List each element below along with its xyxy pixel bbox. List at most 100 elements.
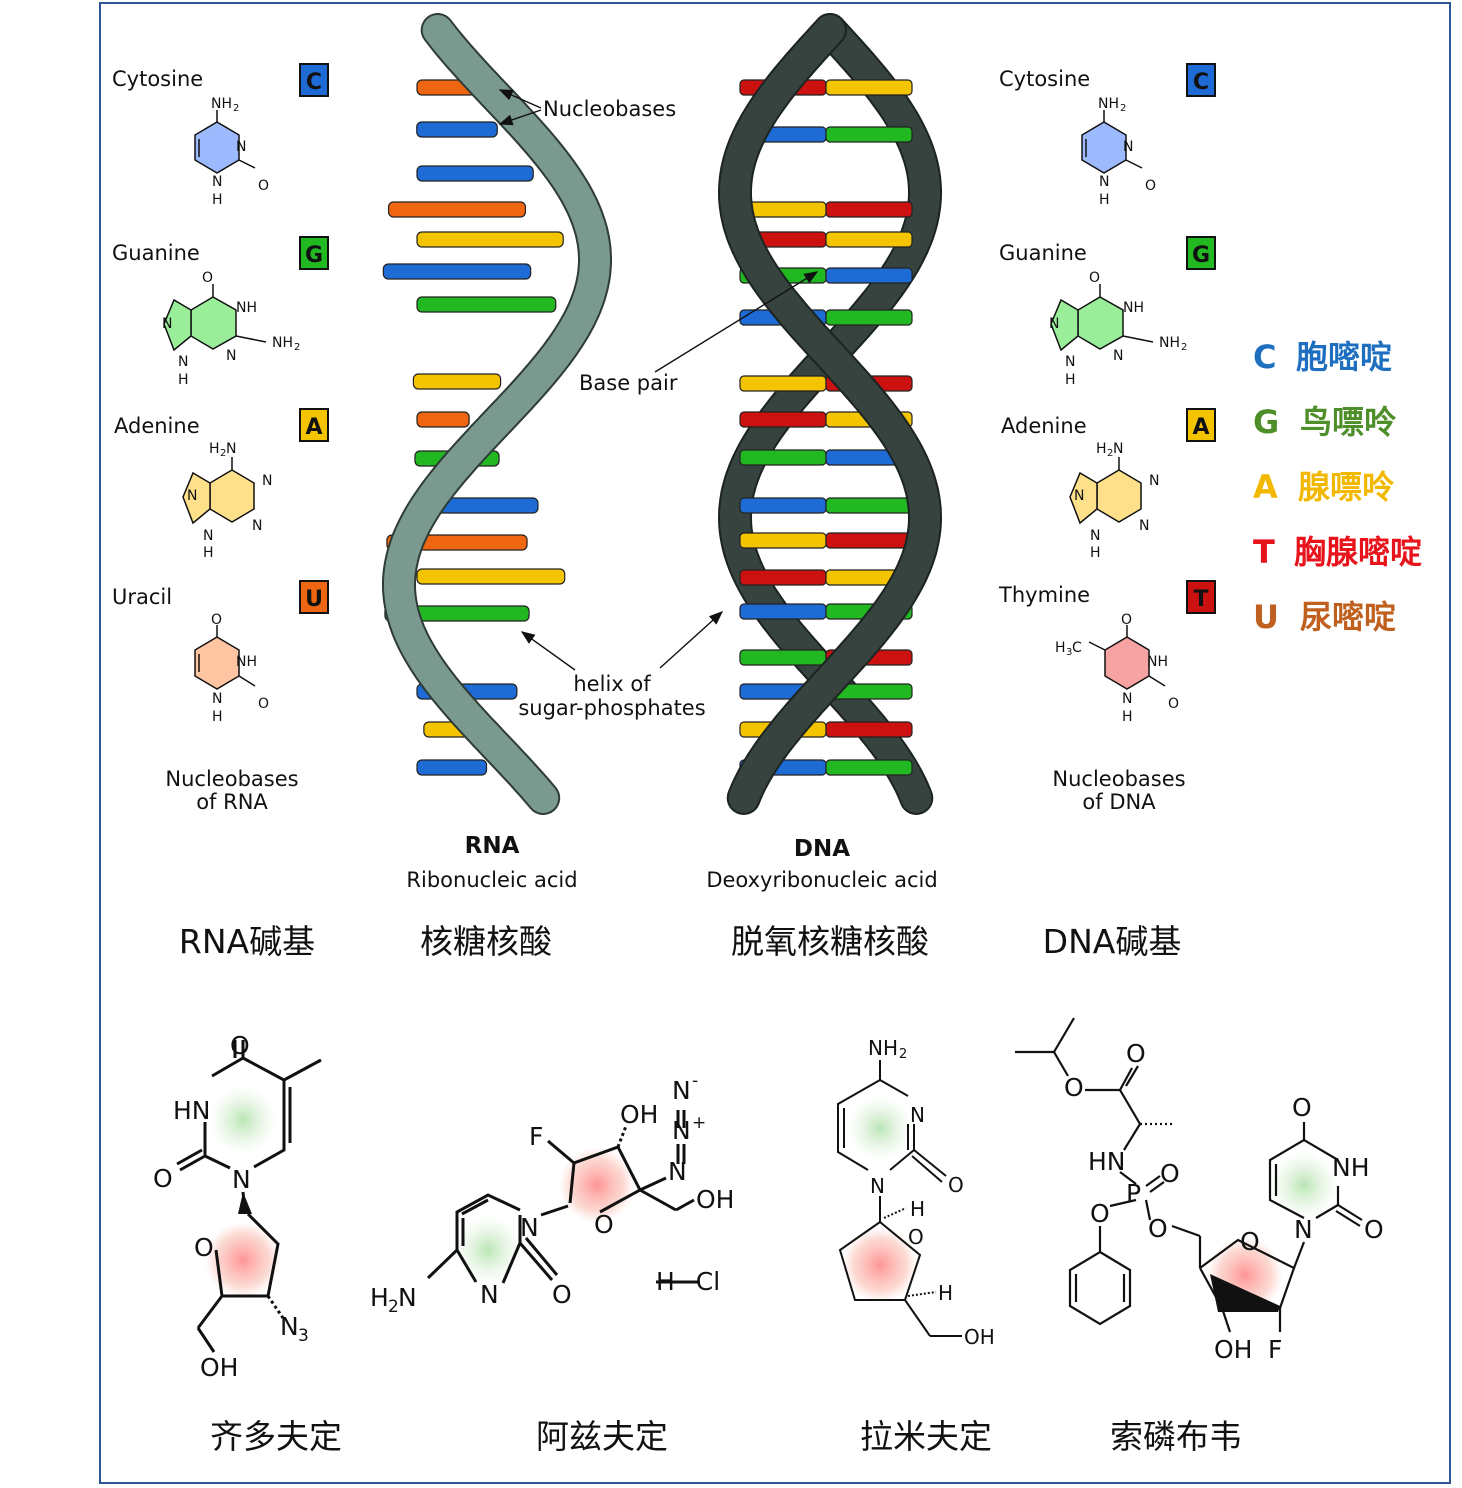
rna-cn: 核糖核酸 <box>420 922 552 961</box>
rna-helix <box>382 13 612 815</box>
svg-text:O: O <box>594 1210 614 1239</box>
chinese-labels: RNA碱基 核糖核酸 脱氧核糖核酸 DNA碱基 <box>179 922 1181 961</box>
svg-text:O: O <box>1121 612 1132 628</box>
svg-text:3: 3 <box>298 1326 309 1346</box>
rna-base-rung <box>416 296 557 313</box>
nucleobases-pointer <box>498 89 542 109</box>
svg-text:A: A <box>1253 468 1278 506</box>
dna-base-rung <box>739 497 827 514</box>
dna-helix <box>717 13 943 815</box>
svg-text:U: U <box>1253 598 1279 636</box>
dna-base-rung <box>739 569 827 586</box>
rna-base-letter: C <box>306 70 322 95</box>
dna-base-letter: A <box>1192 415 1209 440</box>
svg-text:T: T <box>1253 533 1275 571</box>
dna-base-rung <box>739 411 827 428</box>
helix-label: sugar-phosphates <box>518 696 705 720</box>
svg-text:OH: OH <box>200 1353 238 1382</box>
svg-text:尿嘧啶: 尿嘧啶 <box>1300 598 1396 636</box>
rna-title: RNA <box>465 833 520 859</box>
dna-base-rung <box>825 126 913 143</box>
svg-text:NH: NH <box>868 1036 898 1060</box>
figure-frame <box>99 2 1451 1484</box>
svg-text:O: O <box>1168 696 1179 712</box>
svg-text:N: N <box>262 473 272 489</box>
svg-text:OH: OH <box>620 1100 658 1129</box>
dna-base-rung <box>825 79 913 96</box>
svg-text:N: N <box>668 1157 687 1186</box>
helix-pointer-dna <box>659 611 724 669</box>
base-pair-pointer <box>654 271 819 373</box>
dna-nucleobases-caption: of DNA <box>1082 790 1156 814</box>
svg-text:N: N <box>1123 139 1133 155</box>
dna-nucleobases-caption: Nucleobases <box>1052 767 1185 791</box>
svg-text:腺嘌呤: 腺嘌呤 <box>1298 468 1395 506</box>
rna-base-rung <box>416 568 566 585</box>
dna-base-name: Guanine <box>999 241 1087 265</box>
rna-base-letter: G <box>305 243 323 268</box>
svg-text:OH: OH <box>696 1185 734 1214</box>
svg-text:O: O <box>153 1164 173 1193</box>
svg-text:H: H <box>1122 709 1133 725</box>
svg-text:N: N <box>280 1312 299 1341</box>
svg-text:N: N <box>1113 348 1123 364</box>
svg-text:NH: NH <box>1147 654 1168 670</box>
svg-text:N: N <box>480 1280 499 1309</box>
svg-text:HN: HN <box>173 1096 211 1125</box>
helix-pointer-rna <box>520 631 576 671</box>
svg-text:N: N <box>672 1076 691 1105</box>
svg-text:O: O <box>230 1031 250 1060</box>
svg-text:O: O <box>1292 1093 1312 1122</box>
svg-text:2: 2 <box>899 1047 907 1062</box>
rna-base-rung <box>416 121 498 138</box>
base-pair-label: Base pair <box>579 371 678 395</box>
dna-base-rung <box>825 309 913 326</box>
svg-text:胸腺嘧啶: 胸腺嘧啶 <box>1294 533 1422 571</box>
rna-nucleobases-caption: Nucleobases <box>165 767 298 791</box>
svg-text:H: H <box>1055 640 1066 656</box>
svg-text:O: O <box>1145 178 1156 194</box>
svg-text:N: N <box>187 488 197 504</box>
svg-text:3: 3 <box>1066 647 1072 658</box>
svg-text:N: N <box>226 348 236 364</box>
dna-base-badge <box>1186 580 1216 614</box>
svg-text:H: H <box>212 192 223 208</box>
dna-base-rung <box>739 603 827 620</box>
svg-text:2: 2 <box>1120 103 1126 114</box>
svg-text:N: N <box>203 528 213 544</box>
svg-text:N: N <box>212 691 222 707</box>
rna-base-name: Guanine <box>112 241 200 265</box>
rna-base-rung <box>416 411 470 428</box>
svg-text:2: 2 <box>220 448 226 459</box>
svg-text:F: F <box>529 1122 543 1151</box>
dna-base-rung <box>739 532 827 549</box>
svg-text:N: N <box>1049 316 1059 332</box>
rna-base-badge <box>299 63 329 97</box>
svg-text:胞嘧啶: 胞嘧啶 <box>1296 338 1392 376</box>
svg-text:H: H <box>1065 372 1076 388</box>
nucleobases-label: Nucleobases <box>543 97 676 121</box>
svg-text:+: + <box>692 1113 706 1133</box>
dna-base-rung <box>825 201 913 218</box>
svg-text:HN: HN <box>1088 1147 1126 1176</box>
dna-base-name: Thymine <box>998 583 1090 607</box>
svg-text:2: 2 <box>388 1297 399 1317</box>
rna-base-letter: A <box>305 415 322 440</box>
svg-text:N: N <box>520 1213 539 1242</box>
svg-text:鸟嘌呤: 鸟嘌呤 <box>1300 403 1397 441</box>
svg-text:N: N <box>910 1103 925 1127</box>
sofosbuvir-structure: O O HN P O O O O OH F N O NH O <box>1015 1017 1384 1364</box>
uracil-structure: O NH O N H <box>194 612 269 725</box>
rna-backbone <box>384 15 610 813</box>
dna-title: DNA <box>794 836 850 862</box>
dna-base-letter: T <box>1193 587 1208 612</box>
svg-text:C: C <box>1072 640 1082 656</box>
svg-text:O: O <box>1364 1215 1384 1244</box>
svg-text:N: N <box>1149 473 1159 489</box>
dna-base-rung <box>825 267 913 284</box>
